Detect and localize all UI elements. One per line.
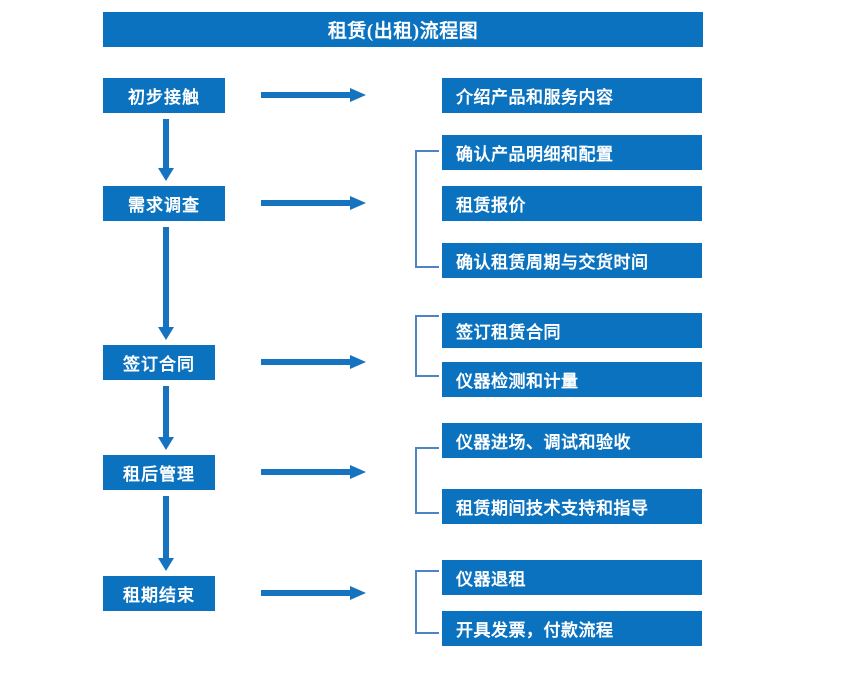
stage-box-4[interactable]: 租后管理 [103,455,215,490]
arrow-right-icon-3 [261,353,366,371]
stage-box-5[interactable]: 租期结束 [103,576,215,611]
arrow-shaft [261,590,351,596]
detail-box-g5-1[interactable]: 仪器退租 [442,560,702,595]
arrow-right-icon-2 [261,194,366,212]
arrow-shaft [261,200,351,206]
arrow-head [158,437,174,450]
arrow-head [350,355,366,369]
arrow-shaft [163,496,169,559]
arrow-head [350,196,366,210]
stage-box-1[interactable]: 初步接触 [103,78,225,113]
bracket-icon-group3 [415,315,439,377]
arrow-down-icon-3 [157,386,175,450]
arrow-shaft [261,359,351,365]
arrow-shaft [261,469,351,475]
arrow-head [158,327,174,340]
arrow-down-icon-2 [157,227,175,340]
detail-box-g3-2[interactable]: 仪器检测和计量 [442,362,702,397]
stage-box-3[interactable]: 签订合同 [103,345,215,380]
arrow-down-icon-4 [157,496,175,571]
arrow-shaft [261,92,351,98]
detail-box-g3-1[interactable]: 签订租赁合同 [442,313,702,348]
arrow-shaft [163,119,169,169]
arrow-head [158,558,174,571]
detail-box-g2-1[interactable]: 确认产品明细和配置 [442,135,702,170]
arrow-down-icon-1 [157,119,175,181]
stage-box-2[interactable]: 需求调查 [103,186,225,221]
detail-box-g5-2[interactable]: 开具发票，付款流程 [442,611,702,646]
arrow-right-icon-5 [261,584,366,602]
detail-box-g2-2[interactable]: 租赁报价 [442,186,702,221]
arrow-right-icon-1 [261,86,366,104]
arrow-head [158,168,174,181]
bracket-icon-group4 [415,447,439,514]
detail-box-g4-1[interactable]: 仪器进场、调试和验收 [442,423,702,458]
chart-title: 租赁(出租)流程图 [103,12,703,47]
detail-box-g1-1[interactable]: 介绍产品和服务内容 [442,78,702,113]
arrow-shaft [163,386,169,438]
arrow-head [350,465,366,479]
detail-box-g2-3[interactable]: 确认租赁周期与交货时间 [442,243,702,278]
detail-box-g4-2[interactable]: 租赁期间技术支持和指导 [442,489,702,524]
arrow-head [350,88,366,102]
arrow-shaft [163,227,169,328]
arrow-head [350,586,366,600]
bracket-icon-group2 [415,150,439,268]
arrow-right-icon-4 [261,463,366,481]
bracket-icon-group5 [415,570,439,634]
